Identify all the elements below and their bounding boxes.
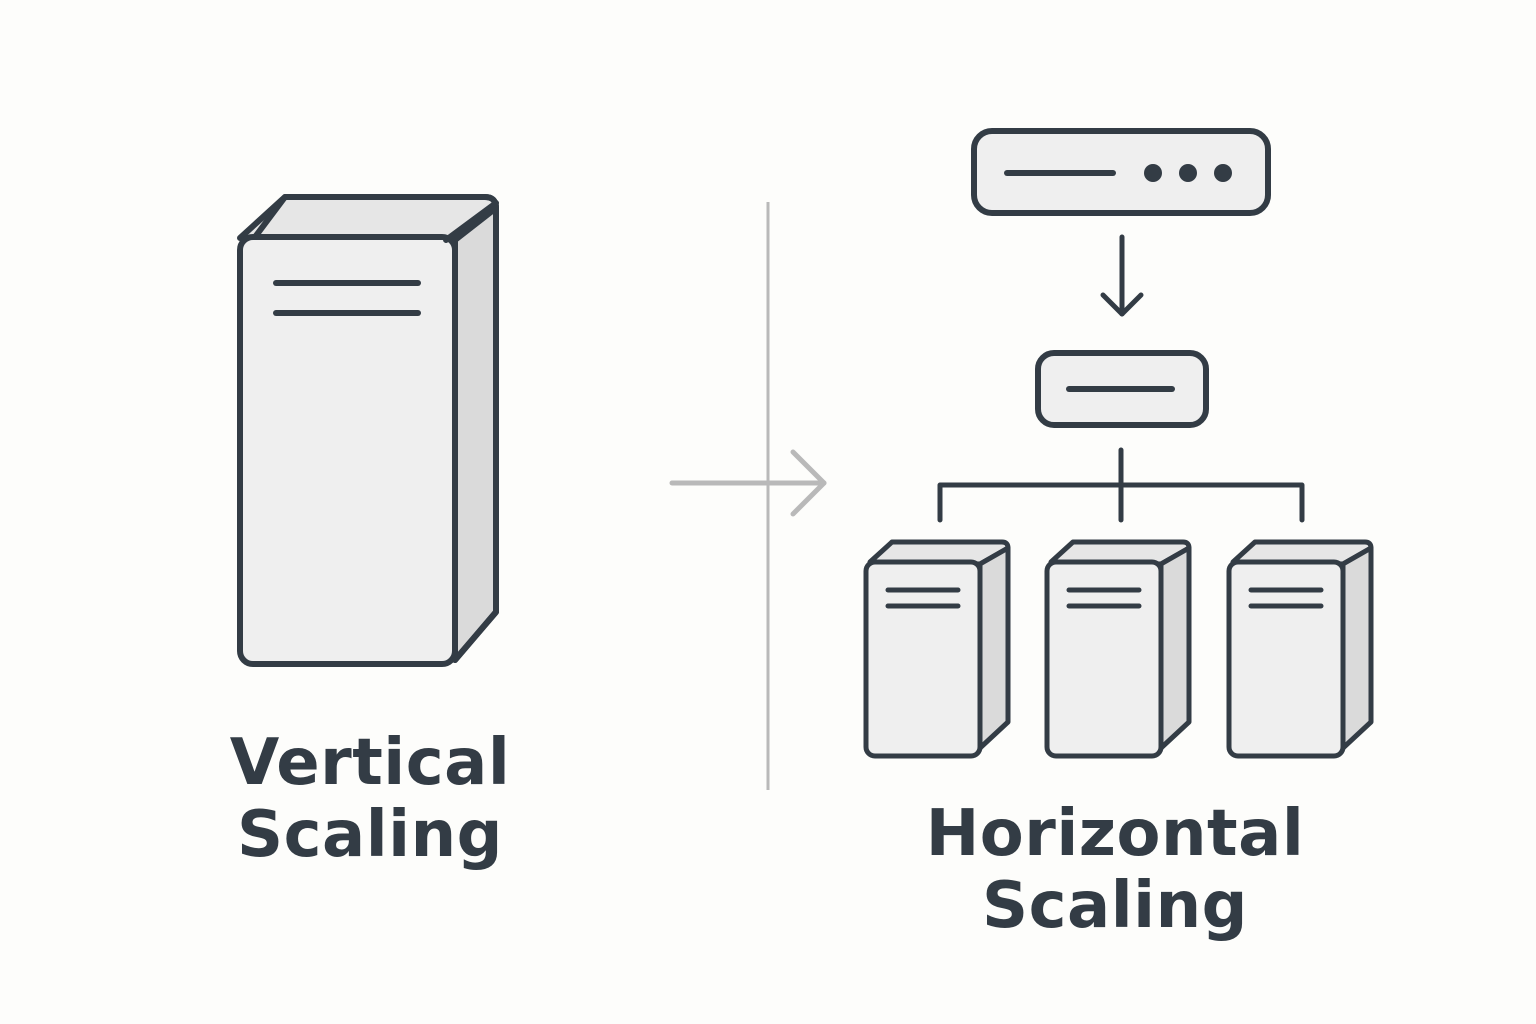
server-icon: [1226, 539, 1374, 759]
arrow-down-icon: [1100, 234, 1144, 317]
load-balancer-icon: [1035, 350, 1209, 428]
vertical-scaling-label: Vertical Scaling: [170, 727, 570, 871]
server-icon: [863, 539, 1011, 759]
server-tower-icon: [237, 194, 499, 667]
client-device-icon: [971, 128, 1271, 216]
vertical-title-line1: Vertical: [229, 726, 511, 800]
horizontal-title-line1: Horizontal: [925, 797, 1305, 871]
tree-connector: [937, 447, 1305, 523]
horizontal-title-line2: Scaling: [982, 869, 1248, 943]
server-icon: [1044, 539, 1192, 759]
arrow-right-icon: [669, 449, 827, 517]
horizontal-scaling-label: Horizontal Scaling: [880, 798, 1350, 942]
vertical-title-line2: Scaling: [237, 798, 503, 872]
